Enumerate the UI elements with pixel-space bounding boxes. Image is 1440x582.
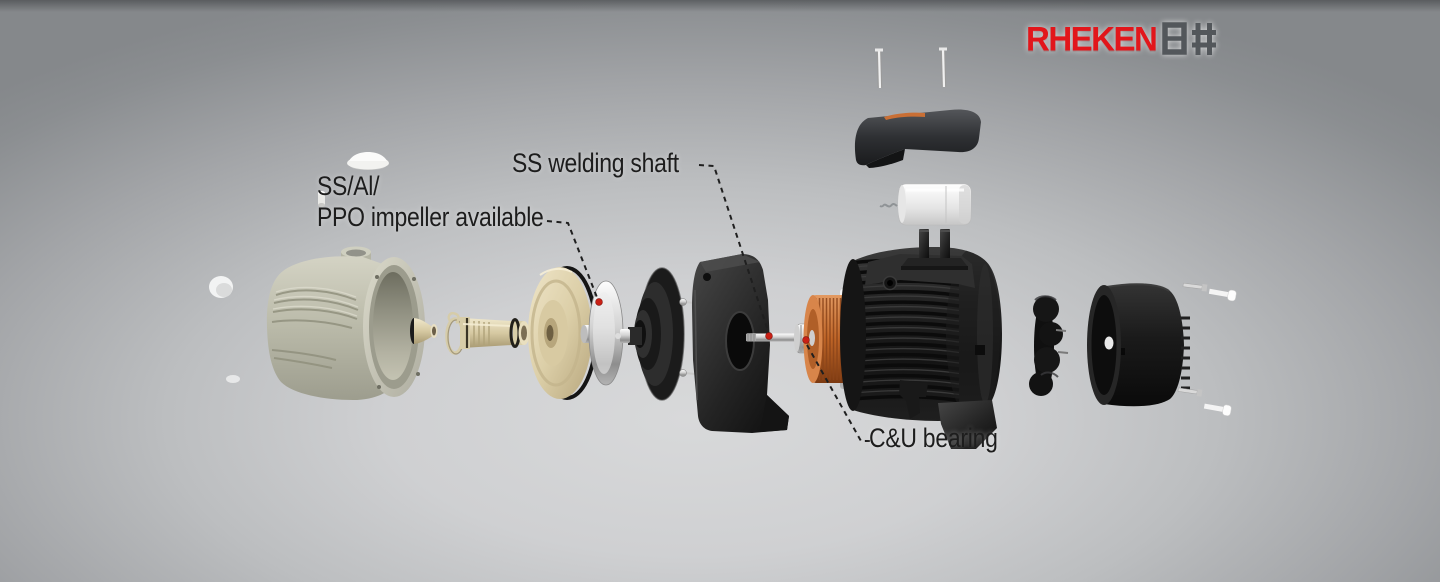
pump-housing bbox=[266, 246, 438, 400]
motor-body bbox=[840, 247, 1002, 449]
housing-ridges bbox=[271, 289, 359, 369]
priming-plug bbox=[347, 152, 389, 170]
mechanical-seal-disc bbox=[580, 280, 624, 386]
marker-dot-shaft bbox=[765, 332, 773, 340]
motor-foot bbox=[938, 400, 997, 449]
water-droplets bbox=[209, 276, 240, 383]
leader-lines bbox=[546, 164, 871, 442]
marker-dots bbox=[595, 298, 810, 344]
brand-logo: RHEKEN bbox=[1026, 19, 1219, 58]
motor-screws bbox=[875, 47, 947, 89]
cjk-jing-glyph bbox=[1192, 23, 1217, 55]
drain-plug bbox=[318, 191, 325, 207]
marker-dot-impeller bbox=[595, 298, 603, 306]
terminal-cover bbox=[854, 109, 981, 168]
bracket-screw bbox=[679, 369, 696, 377]
label-impeller-line1: SS/Al/ bbox=[317, 171, 380, 201]
fan-cover bbox=[1087, 283, 1190, 407]
capacitor bbox=[879, 183, 972, 226]
leader-bearing bbox=[806, 344, 871, 442]
leader-impeller bbox=[546, 220, 599, 301]
label-impeller-line2: PPO impeller available bbox=[317, 202, 544, 232]
impeller bbox=[615, 267, 685, 401]
capacitor-wire bbox=[879, 203, 898, 208]
label-shaft: SS welding shaft bbox=[512, 148, 679, 178]
marker-dot-bearing bbox=[802, 336, 810, 344]
outlet-cone bbox=[414, 318, 434, 344]
brand-cjk-glyphs bbox=[1161, 22, 1219, 56]
pump-bracket bbox=[679, 254, 789, 433]
welding-shaft bbox=[746, 333, 800, 342]
top-edge-shade bbox=[0, 0, 1440, 12]
cooling-fan bbox=[1029, 295, 1069, 396]
brand-name: RHEKEN bbox=[1026, 19, 1158, 58]
ejector-assembly bbox=[445, 312, 530, 355]
cover-hole bbox=[1104, 336, 1114, 350]
motor-foot bbox=[899, 380, 928, 419]
terminal-bracket bbox=[901, 229, 968, 270]
label-bearing: C&U bearing bbox=[869, 423, 998, 453]
cover-vent-slits bbox=[1181, 316, 1190, 390]
fixing-bolts bbox=[1177, 282, 1237, 416]
label-impeller: SS/Al/ PPO impeller available bbox=[317, 171, 544, 233]
